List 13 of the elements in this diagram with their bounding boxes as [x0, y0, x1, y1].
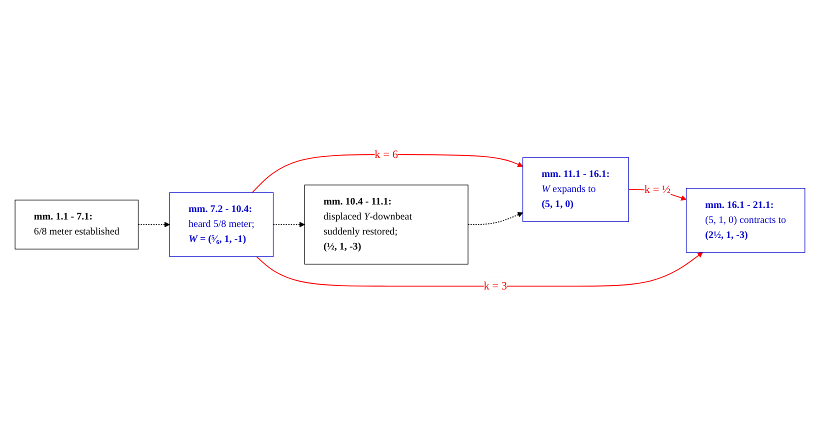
arrow	[272, 221, 305, 227]
arrow	[138, 221, 170, 227]
edge-label: k = 3	[484, 279, 508, 292]
node-box: mm. 16.1 - 21.1: (5, 1, 0) contracts to (2½, 1, -3)	[686, 188, 806, 252]
arrow	[252, 154, 524, 193]
arrow	[256, 252, 703, 286]
edge-label: k = 6	[374, 148, 398, 160]
node-box: mm. 1.1 - 7.1: 6/8 meter established	[14, 199, 139, 250]
node-box: mm. 10.4 - 11.1: displaced Y-downbeat suddenly restored; (½, 1, -3)	[304, 184, 468, 264]
node-box: mm. 11.1 - 16.1: W expands to (5, 1, 0)	[522, 156, 629, 222]
arrow	[468, 212, 524, 225]
node-box: mm. 7.2 - 10.4: heard 5/8 meter; W = (⁵⁄₆, 1, -1)	[169, 192, 274, 257]
edge-label: k = ½	[644, 182, 671, 196]
